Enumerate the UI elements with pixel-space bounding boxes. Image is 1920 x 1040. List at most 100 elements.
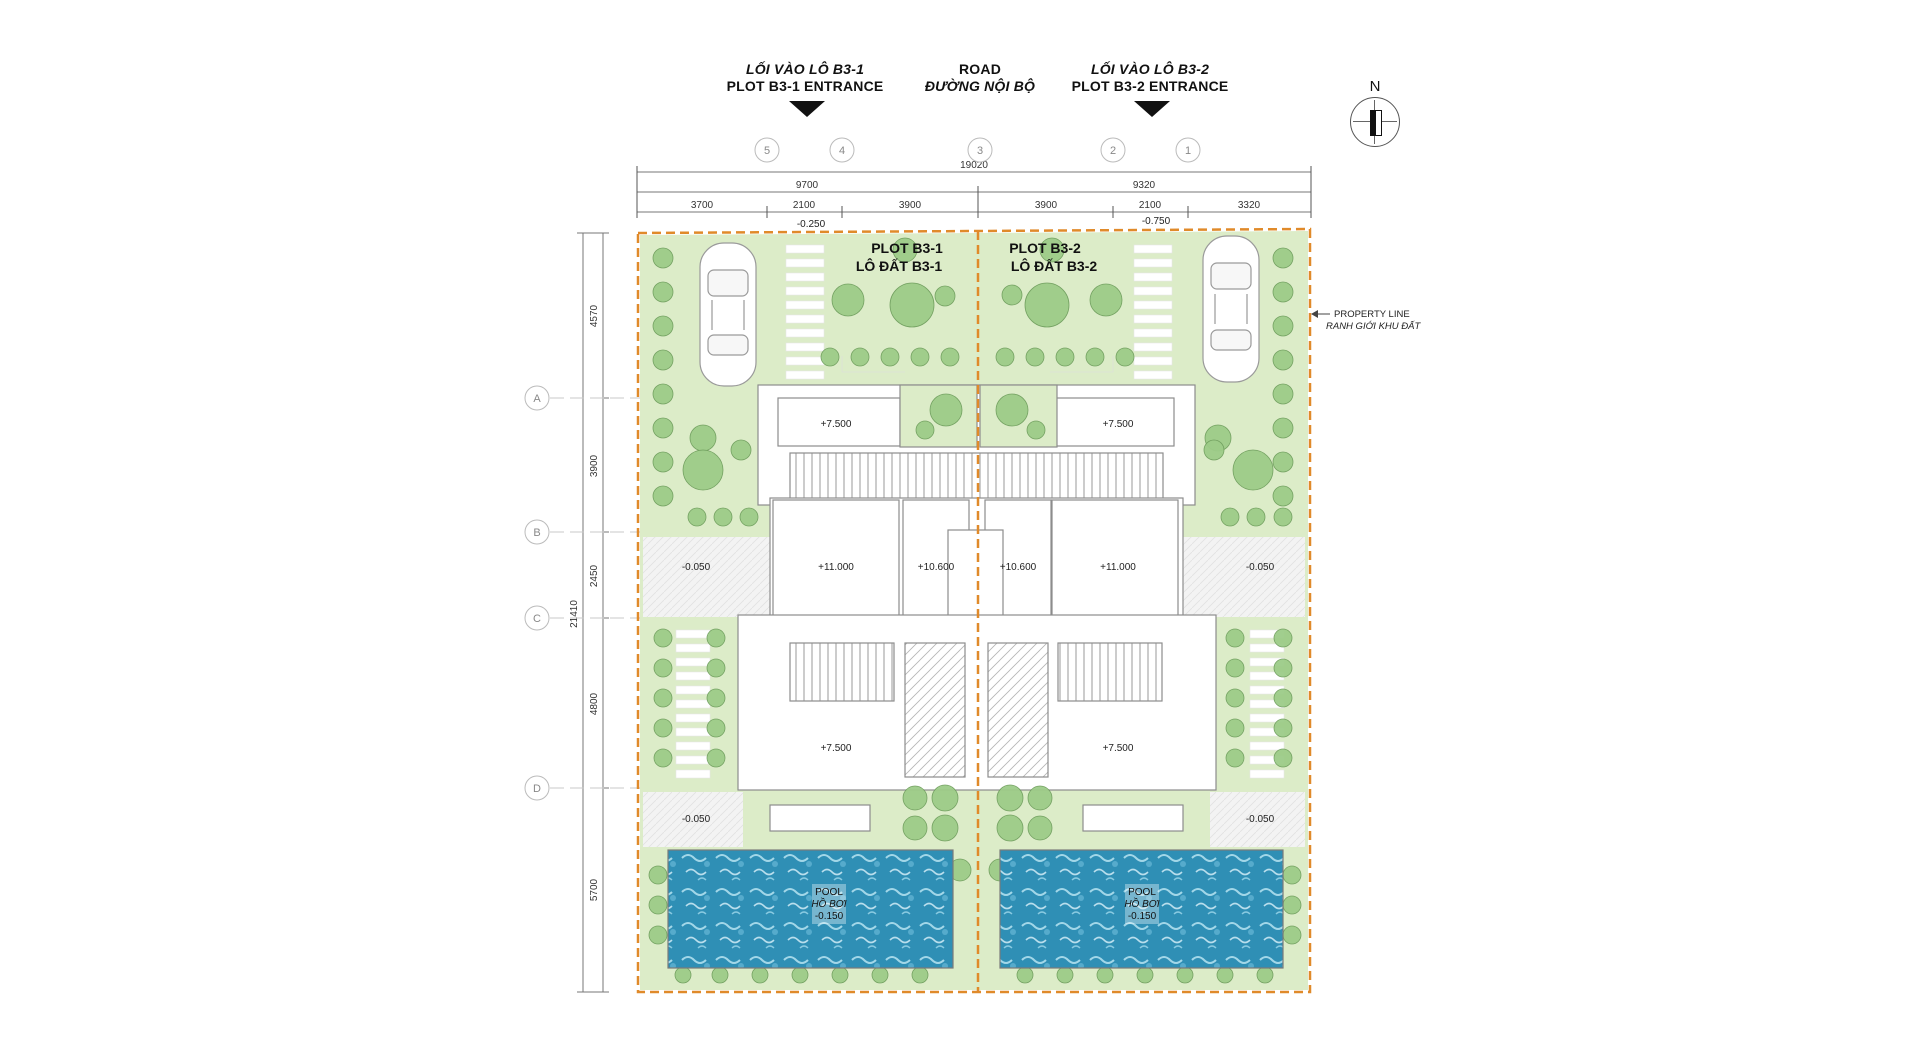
tree-canopy	[1225, 748, 1245, 768]
tree-canopy	[1096, 966, 1114, 984]
dim-seg-2: 2100	[793, 200, 816, 211]
tree-canopy	[1027, 785, 1053, 811]
tree-canopy	[653, 748, 673, 768]
level-yard-right: -0.050	[1246, 562, 1275, 573]
dim-row-1: 4570	[589, 304, 600, 327]
tree-canopy	[652, 281, 674, 303]
grid-label-3: 3	[977, 145, 983, 157]
pool-labels: POOL HỒ BƠI -0.150 POOL HỒ BƠI -0.150	[811, 884, 1160, 924]
level-rear-left: -0.050	[682, 814, 711, 825]
plot-left-en: PLOT B3-1	[871, 240, 943, 256]
tree-canopy	[871, 966, 889, 984]
road-vi: ĐƯỜNG NỘI BỘ	[924, 78, 1036, 94]
road-label: ROAD ĐƯỜNG NỘI BỘ	[900, 61, 1060, 95]
dim-seg-1: 3700	[691, 200, 714, 211]
tree-canopy	[889, 282, 935, 328]
entrance-left-vi: LỐI VÀO LÔ B3-1	[745, 61, 865, 77]
pergola-rear-left	[789, 642, 895, 702]
tree-canopy	[652, 247, 674, 269]
skylight-left	[904, 642, 966, 778]
grid-label-4: 4	[839, 145, 845, 157]
dim-row-4: 4800	[589, 692, 600, 715]
north-label: N	[1369, 78, 1381, 95]
dim-total-depth: 21410	[569, 600, 580, 628]
grid-label-1: 1	[1185, 145, 1191, 157]
grid-label-d: D	[533, 783, 541, 795]
grid-label-2: 2	[1110, 145, 1116, 157]
tree-canopy	[1220, 507, 1240, 527]
entrance-right-en: PLOT B3-2 ENTRANCE	[1071, 78, 1229, 94]
tree-canopy	[1085, 347, 1105, 367]
tree-canopy	[931, 784, 959, 812]
tree-canopy	[831, 283, 865, 317]
tree-canopy	[910, 347, 930, 367]
tree-canopy	[689, 424, 717, 452]
level-front-left: +7.500	[821, 419, 852, 430]
top-dimensions	[636, 166, 1312, 218]
entrance-label-right: LỐI VÀO LÔ B3-2 PLOT B3-2 ENTRANCE	[1050, 61, 1250, 95]
level-front-right: +7.500	[1103, 419, 1134, 430]
tree-canopy	[1272, 247, 1294, 269]
row-grid: A B C D	[524, 385, 640, 801]
tree-canopy	[1272, 315, 1294, 337]
dim-seg-3: 3900	[899, 200, 922, 211]
tree-canopy	[911, 966, 929, 984]
level-entrance-left: -0.250	[797, 219, 826, 230]
rear-step-right	[1082, 804, 1184, 832]
tree-canopy	[1273, 507, 1293, 527]
tree-canopy	[1273, 718, 1293, 738]
skylight-right	[987, 642, 1049, 778]
main-roof-left	[772, 499, 900, 635]
grid-bubble-d	[524, 775, 550, 801]
pool-left	[667, 849, 954, 969]
tree-canopy	[653, 718, 673, 738]
plot-right-en: PLOT B3-2	[1009, 240, 1081, 256]
tree-canopy	[1273, 628, 1293, 648]
entrance-right-vi: LỐI VÀO LÔ B3-2	[1090, 61, 1210, 77]
property-line-vi: RANH GIỚI KHU ĐẤT	[1326, 320, 1421, 332]
tree-canopy	[931, 814, 959, 842]
tree-canopy	[1272, 485, 1294, 507]
entrance-left-en: PLOT B3-1 ENTRANCE	[726, 78, 884, 94]
level-rear-roof-left: +7.500	[821, 743, 852, 754]
tree-canopy	[653, 688, 673, 708]
tree-canopy	[1282, 895, 1302, 915]
property-line-callout: PROPERTY LINE RANH GIỚI KHU ĐẤT	[1311, 309, 1421, 332]
tree-canopy	[687, 507, 707, 527]
tree-canopy	[674, 966, 692, 984]
level-core-left: +10.600	[918, 562, 955, 573]
tree-canopy	[929, 393, 963, 427]
grid-bubble-c	[524, 605, 550, 631]
grid-label-5: 5	[764, 145, 770, 157]
tree-canopy	[1272, 417, 1294, 439]
tree-canopy	[1025, 347, 1045, 367]
level-yard-left: -0.050	[682, 562, 711, 573]
grid-bubble-4	[829, 137, 855, 163]
grid-label-a: A	[533, 393, 541, 405]
side-yard-left	[643, 537, 773, 617]
tree-canopy	[1225, 688, 1245, 708]
tree-canopy	[1115, 347, 1135, 367]
tree-canopy	[1225, 718, 1245, 738]
tree-canopy	[1026, 420, 1046, 440]
tree-canopy	[1232, 449, 1274, 491]
grid-bubble-a	[524, 385, 550, 411]
tree-canopy	[652, 383, 674, 405]
tree-canopy	[652, 485, 674, 507]
tree-canopy	[850, 347, 870, 367]
front-room-right	[1051, 397, 1175, 447]
tree-canopy	[682, 449, 724, 491]
pool-right-en: POOL	[1128, 887, 1156, 898]
tree-canopy	[652, 417, 674, 439]
tree-canopy	[1016, 966, 1034, 984]
grid-bubble-5	[754, 137, 780, 163]
tree-canopy	[648, 895, 668, 915]
tree-canopy	[1039, 237, 1065, 263]
pavers-side-left	[675, 629, 711, 779]
tree-canopy	[820, 347, 840, 367]
level-main-right: +11.000	[1100, 562, 1136, 573]
tree-canopy	[892, 237, 918, 263]
grid-label-c: C	[533, 613, 541, 625]
